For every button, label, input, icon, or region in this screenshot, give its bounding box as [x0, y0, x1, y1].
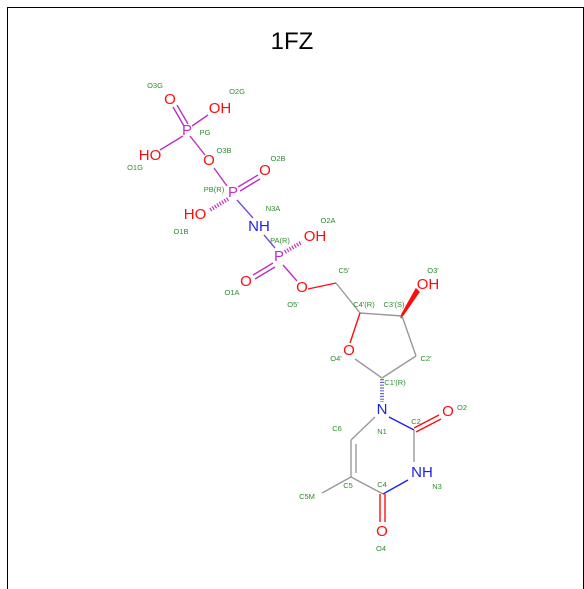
label-pa: PA(R): [270, 236, 290, 245]
label-n3a: N3A: [266, 204, 281, 213]
bond-n3-c4: [382, 479, 409, 495]
label-o3b: O3B: [216, 146, 231, 155]
bond-c1p-o4p: [354, 358, 383, 379]
label-o1b: O1B: [173, 227, 188, 236]
bond-o3b-pb: [213, 167, 228, 187]
bond-c2-o2: [413, 414, 440, 429]
bond-c5p-c4p: [335, 282, 361, 314]
label-pg: PG: [200, 128, 211, 137]
label-c5: C5: [343, 481, 353, 490]
atom-o1g: HO: [139, 147, 162, 164]
bond-c3p-c2p: [401, 315, 417, 357]
bond-pg-o1g: [159, 135, 184, 151]
bond-n1-c2: [388, 416, 415, 431]
label-o4p: O4': [330, 354, 342, 363]
bond-o4p-c4p: [349, 312, 361, 344]
label-c3p: C3'(S): [383, 300, 405, 309]
atom-o3p: OH: [417, 276, 440, 293]
bond-pa-o1a: [252, 262, 274, 276]
atom-o5p: O: [296, 279, 308, 296]
label-o5p: O5': [287, 300, 299, 309]
bond-nh-pa: [263, 234, 276, 249]
bond-pg-o3b: [189, 135, 206, 156]
bond-pa-o5p: [282, 264, 298, 282]
molecule-title: 1FZ: [270, 28, 314, 55]
bond-c2p-c1p: [381, 355, 417, 379]
label-c2: C2: [411, 417, 421, 426]
bond-pg-o3g: [172, 106, 185, 127]
label-pb: PB(R): [204, 185, 225, 194]
bond-c4-c5: [350, 476, 384, 495]
atom-o2a: OH: [304, 228, 327, 245]
label-c5m: C5M: [299, 492, 315, 501]
label-n3: N3: [432, 482, 442, 491]
atom-pg: P: [182, 122, 192, 139]
label-c6: C6: [332, 424, 342, 433]
label-o1g: O1G: [127, 163, 143, 172]
bond-c3p-o3p-wedge: [400, 287, 420, 319]
bond-c2-o2-double: [415, 418, 442, 433]
atom-o4: O: [376, 523, 388, 540]
bond-c6-n1: [350, 416, 376, 441]
label-o2g: O2G: [229, 87, 245, 96]
bond-o5p-c5p: [307, 282, 337, 290]
label-o2: O2: [457, 403, 467, 412]
atom-labels: O3G O2G PG O3B O1G O2B PB(R) N3A O1B O2A…: [127, 81, 467, 553]
label-n1: N1: [377, 427, 387, 436]
label-o2b: O2B: [270, 154, 285, 163]
atom-n3h: NH: [411, 464, 433, 481]
bond-pa-o1a-double: [254, 266, 276, 280]
atom-o3g: O: [164, 91, 176, 108]
atom-pb: P: [228, 184, 238, 201]
atom-pa: P: [274, 248, 284, 265]
bond-pb-nh: [236, 199, 254, 219]
label-c4: C4: [377, 480, 387, 489]
bond-pb-o1b-hash: [208, 197, 230, 212]
label-o2a: O2A: [320, 216, 335, 225]
label-o4: O4: [376, 544, 386, 553]
atom-o2: O: [442, 403, 454, 420]
bond-c4p-c3p: [359, 312, 403, 317]
bond-c5-c5m: [321, 476, 352, 494]
label-o1a: O1A: [224, 288, 239, 297]
bond-pg-o2g: [191, 114, 209, 127]
label-o3p: O3': [427, 266, 439, 275]
atom-o1a: O: [240, 273, 252, 290]
label-c5p: C5': [338, 266, 350, 275]
label-c4p: C4'(R): [353, 300, 375, 309]
bond-pa-o2a-hash: [283, 240, 304, 254]
bond-pb-o2b-double: [239, 178, 261, 192]
atoms: O OH P HO O O P HO NH OH P O O OH O N O …: [139, 91, 454, 540]
atom-n1: N: [377, 401, 388, 418]
atom-o2g: OH: [209, 100, 232, 117]
atom-o4p: O: [343, 342, 355, 359]
atom-o2b: O: [259, 162, 271, 179]
label-c1p: C1'(R): [384, 378, 406, 387]
label-o3g: O3G: [147, 81, 163, 90]
atom-nh-bridge: NH: [248, 218, 270, 235]
bond-pg-o3g-double: [176, 104, 189, 125]
bonds: [159, 104, 442, 522]
bond-pb-o2b: [237, 174, 259, 188]
atom-o3b: O: [203, 152, 215, 169]
label-c2p: C2': [420, 354, 432, 363]
atom-o1b: HO: [184, 206, 207, 223]
